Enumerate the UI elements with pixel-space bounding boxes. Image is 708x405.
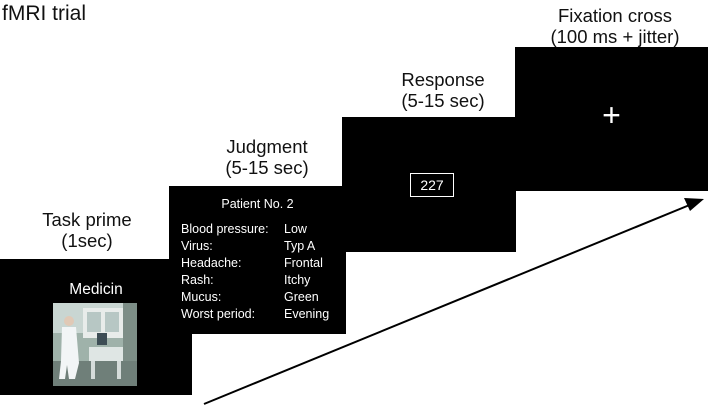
symptom-row: Mucus: Green: [181, 289, 319, 306]
symptom-name: Rash:: [181, 273, 214, 287]
response-caption-duration: (5-15 sec): [401, 90, 485, 111]
symptom-name: Mucus:: [181, 290, 222, 304]
symptom-row: Headache: Frontal: [181, 255, 323, 272]
hospital-room-photo: [53, 303, 137, 386]
fixation-cross-icon: +: [602, 97, 621, 133]
symptom-value: Typ A: [284, 239, 316, 253]
fixation-screen: +: [515, 47, 708, 191]
symptom-value: Itchy: [284, 273, 311, 287]
response-screen: 227: [342, 117, 516, 252]
task-prime-label: Medicin: [69, 281, 123, 298]
symptom-row: Rash: Itchy: [181, 272, 310, 289]
symptom-name: Blood pressure:: [181, 222, 269, 236]
fixation-caption-title: Fixation cross: [557, 5, 673, 26]
patient-title: Patient No. 2: [221, 197, 294, 211]
symptom-row: Blood pressure: Low: [181, 221, 307, 238]
judgment-caption: Judgment (5-15 sec): [203, 136, 331, 178]
task-prime-caption-title: Task prime: [42, 209, 132, 230]
response-value-box: 227: [410, 173, 454, 197]
symptom-name: Worst period:: [181, 307, 256, 321]
task-prime-screen: Medicin: [0, 259, 192, 395]
symptom-value: Low: [284, 222, 307, 236]
figure-title: fMRI trial: [2, 2, 86, 25]
task-prime-caption-duration: (1sec): [61, 230, 113, 251]
fixation-caption-duration: (100 ms + jitter): [550, 26, 680, 47]
symptom-value: Frontal: [284, 256, 323, 270]
judgment-caption-duration: (5-15 sec): [225, 157, 309, 178]
symptom-value: Green: [284, 290, 319, 304]
symptom-name: Headache:: [181, 256, 242, 270]
task-prime-caption: Task prime (1sec): [22, 209, 152, 251]
symptom-row: Worst period: Evening: [181, 306, 329, 323]
fixation-caption: Fixation cross (100 ms + jitter): [530, 5, 700, 47]
symptom-name: Virus:: [181, 239, 213, 253]
response-caption: Response (5-15 sec): [378, 69, 508, 111]
judgment-caption-title: Judgment: [226, 136, 308, 157]
response-caption-title: Response: [401, 69, 485, 90]
symptom-row: Virus: Typ A: [181, 238, 315, 255]
symptom-value: Evening: [284, 307, 330, 321]
judgment-screen: Patient No. 2 Blood pressure: Low Virus: T…: [169, 186, 346, 334]
